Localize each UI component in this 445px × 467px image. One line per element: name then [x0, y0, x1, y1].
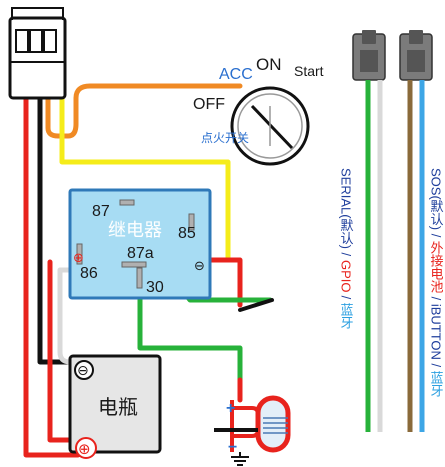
ignition-switch-name: 点火开关 — [201, 131, 249, 145]
caption-segment-3: 蓝牙 — [429, 371, 444, 397]
relay-pin-85-label: 85 — [178, 225, 196, 242]
connector-a-slot — [360, 50, 378, 72]
connector-body — [8, 16, 67, 100]
relay-plus-symbol: ⊕ — [73, 250, 84, 265]
battery: 电瓶 ⊖ ⊕ — [68, 354, 162, 459]
relay-pin-87a — [121, 261, 147, 268]
caption-segment-0: SOS(默认) / — [429, 168, 444, 241]
ignition-switch: ACC ON Start OFF 点火开关 — [193, 55, 324, 166]
connector-b-slot — [407, 50, 425, 72]
load-minus-label: − — [228, 439, 237, 456]
ignition-acc-label: ACC — [219, 66, 253, 83]
load-element — [255, 395, 291, 453]
relay-pin-30-label: 30 — [146, 279, 164, 296]
connector-a-latch — [362, 30, 376, 44]
main-connector — [8, 7, 67, 100]
load-plus-label: + — [226, 400, 235, 417]
caption-segment-2: / — [339, 292, 354, 303]
ignition-off-label: OFF — [193, 96, 225, 113]
wire-orange — [45, 83, 243, 139]
battery-minus-terminal — [74, 360, 94, 380]
battery-name: 电瓶 — [98, 396, 138, 419]
connector-slot-3 — [43, 29, 57, 53]
wire-green-30 — [137, 295, 243, 383]
connector-slot-2 — [29, 29, 43, 53]
load: + − — [214, 395, 291, 466]
relay-pin-86 — [76, 243, 83, 265]
ground-icon — [231, 452, 249, 466]
caption-segment-3: 蓝牙 — [339, 303, 354, 329]
caption-left: SERIAL(默认) / GPIO / 蓝牙 — [339, 168, 354, 330]
ignition-start-label: Start — [294, 63, 324, 79]
relay-pin-86-label: 86 — [80, 265, 98, 282]
connector-latch — [11, 7, 64, 20]
caption-segment-2: / iBUTTON / — [429, 293, 444, 371]
right-connectors — [352, 30, 433, 432]
connector-b-latch — [409, 30, 423, 44]
battery-body — [68, 354, 162, 454]
load-element-lines — [263, 417, 288, 434]
relay-pin-85 — [188, 213, 195, 231]
battery-plus-symbol: ⊕ — [78, 441, 91, 458]
relay-pin-87a-label: 87a — [127, 245, 154, 262]
output-switch — [238, 298, 274, 312]
relay-minus-symbol: ⊖ — [194, 258, 205, 273]
relay: 87 继电器 85 87a ⊖ ⊕ 86 30 — [68, 188, 212, 300]
ignition-on-label: ON — [256, 55, 282, 74]
caption-segment-1: 外接电池 — [429, 241, 444, 293]
wire-red-load — [202, 257, 243, 308]
relay-body — [68, 188, 212, 300]
wire-red-main — [23, 87, 81, 458]
wires — [23, 83, 273, 458]
wire-gray — [57, 267, 79, 365]
relay-pin-87 — [119, 199, 135, 206]
caption-segment-1: GPIO — [339, 260, 354, 293]
connector-slot-1 — [15, 29, 29, 53]
relay-pin-30 — [136, 267, 143, 289]
relay-pin-87-label: 87 — [92, 203, 110, 220]
ignition-switch-pointer — [250, 104, 294, 150]
ignition-switch-inner — [237, 93, 303, 159]
relay-name: 继电器 — [108, 220, 162, 240]
switch-blade — [238, 298, 274, 312]
caption-segment-0: SERIAL(默认) / — [339, 168, 354, 260]
caption-right: SOS(默认) / 外接电池 / iBUTTON / 蓝牙 — [429, 168, 444, 397]
battery-plus-terminal — [75, 437, 97, 459]
battery-minus-symbol: ⊖ — [77, 362, 89, 378]
